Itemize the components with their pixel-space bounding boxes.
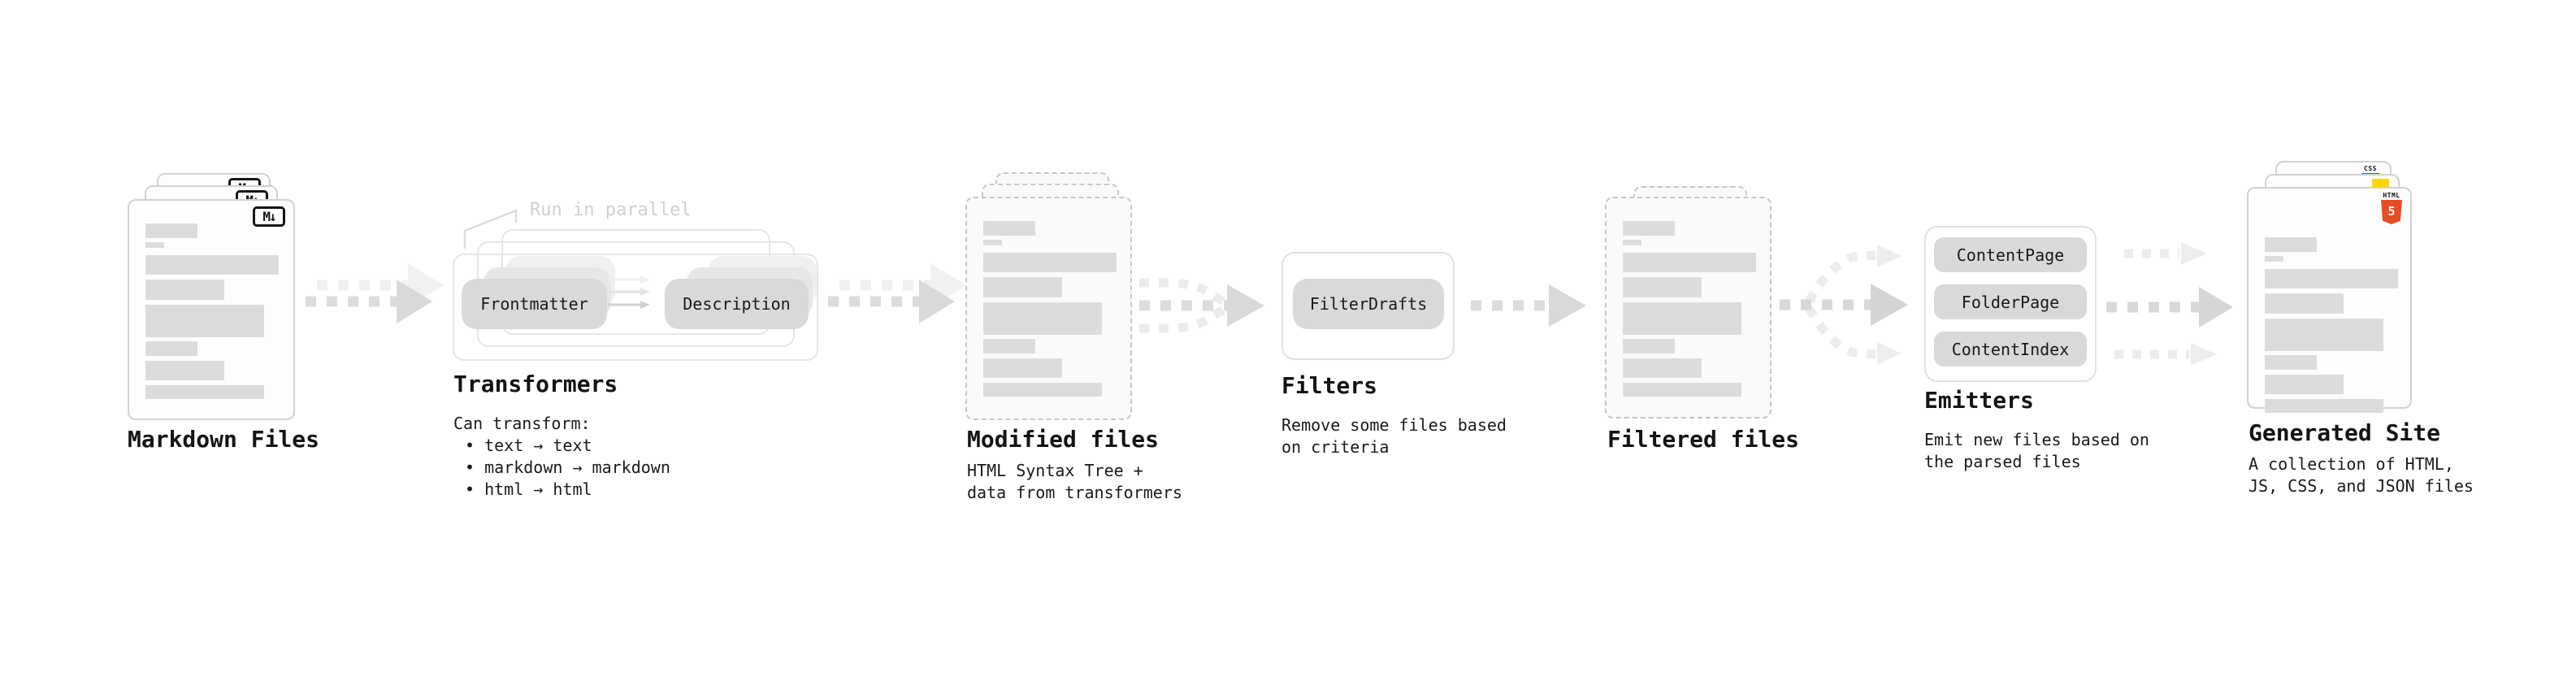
stage-description: HTML Syntax Tree + data from transformer… — [967, 461, 1182, 502]
flow-arrow-icon — [828, 263, 966, 323]
annotation-leader-line — [463, 209, 518, 249]
stage-description: Emit new files based on the parsed files — [1924, 430, 2149, 471]
pill-description: Description — [665, 279, 809, 329]
text-placeholder-bars — [983, 221, 1117, 397]
flow-arrow-icon — [306, 263, 444, 323]
pill-contentpage: ContentPage — [1934, 237, 2087, 272]
markdown-icon: M↓ — [253, 206, 285, 227]
document-card-html: HTML 5 — [2247, 187, 2412, 413]
flow-arrow-icon — [1471, 284, 1586, 327]
stage-title-markdown-files: Markdown Files — [128, 426, 320, 453]
document-card-front: M↓ — [128, 199, 295, 420]
stage-title-transformers: Transformers — [453, 371, 618, 397]
stage-title-modified-files: Modified files — [967, 426, 1160, 453]
stage-title-generated-site: Generated Site — [2249, 419, 2441, 446]
text-placeholder-bars — [145, 223, 279, 399]
stage-description: Can transform: • text → text • markdown … — [453, 414, 670, 499]
stage-description: A collection of HTML, JS, CSS, and JSON … — [2249, 454, 2474, 496]
html5-icon: HTML 5 — [2380, 192, 2403, 224]
run-in-parallel-annotation: Run in parallel — [530, 200, 692, 220]
triple-arrow-icon — [2106, 242, 2233, 366]
stage-title-emitters: Emitters — [1924, 387, 2034, 414]
stage-description: Remove some files based on criteria — [1281, 415, 1507, 457]
transformer-box-front — [453, 254, 818, 361]
document-card-front — [965, 197, 1132, 420]
pill-frontmatter: Frontmatter — [462, 279, 607, 329]
text-placeholder-bars — [1623, 221, 1756, 397]
pill-filterdrafts: FilterDrafts — [1293, 279, 1444, 329]
fanout-arrow-icon — [1780, 245, 1908, 365]
stage-title-filters: Filters — [1281, 372, 1378, 399]
pill-folderpage: FolderPage — [1934, 284, 2087, 319]
text-placeholder-bars — [2265, 237, 2398, 413]
stage-title-filtered-files: Filtered files — [1607, 426, 1800, 453]
document-card-front — [1605, 197, 1772, 419]
merge-arrow-icon — [1139, 278, 1264, 333]
pill-contentindex: ContentIndex — [1934, 332, 2087, 367]
parallel-arrows-icon — [608, 275, 650, 309]
